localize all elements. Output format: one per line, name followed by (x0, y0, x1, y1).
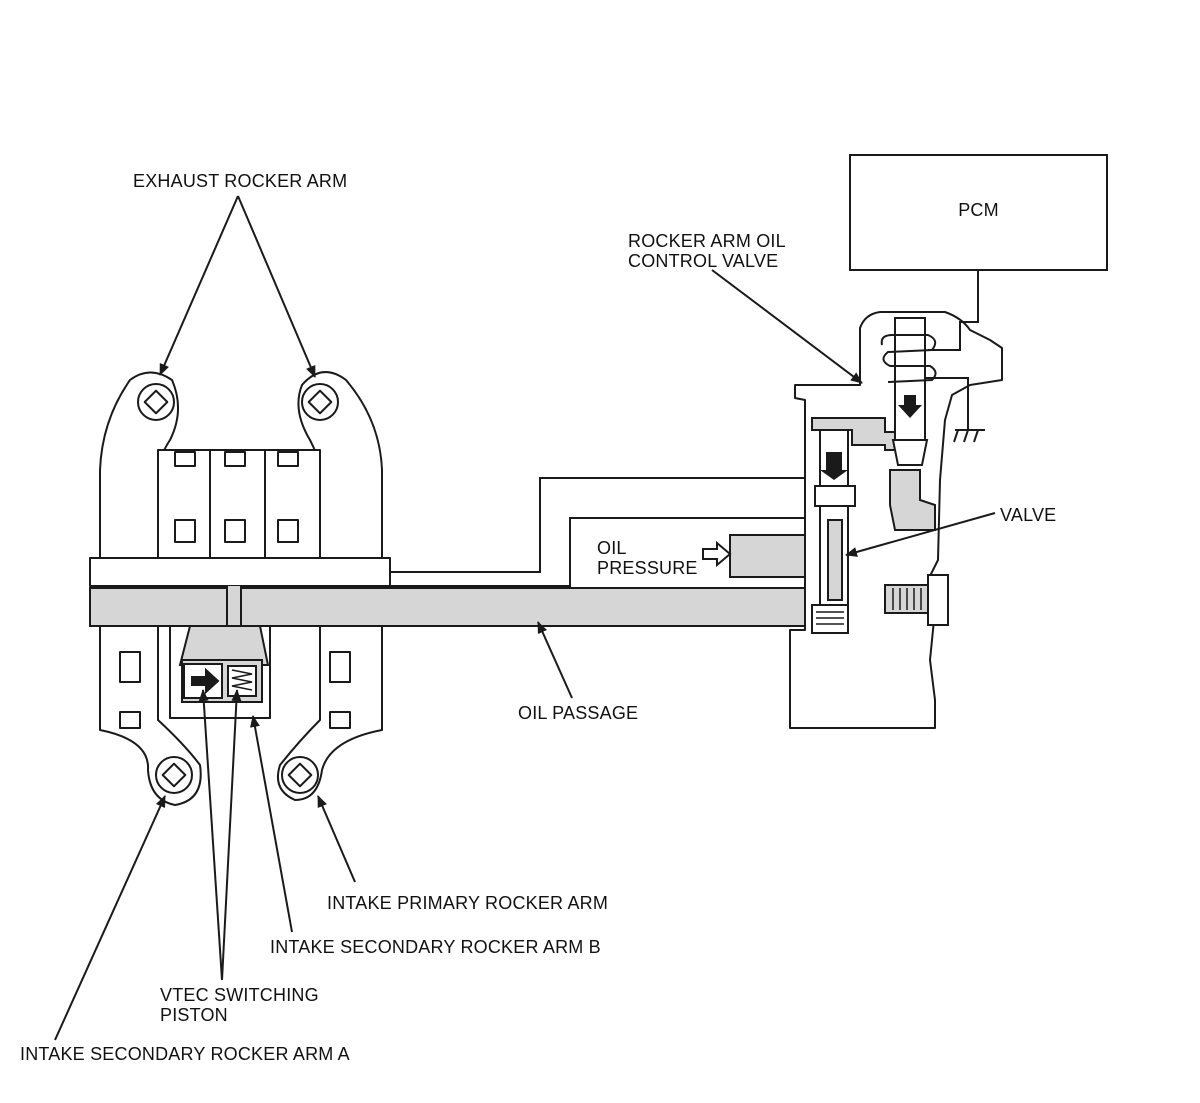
oil-pressure-arrow (702, 540, 732, 568)
label-oil-pressure: OIL PRESSURE (597, 538, 698, 578)
label-oil-pressure-line2: PRESSURE (597, 558, 698, 578)
label-intake-secondary-rocker-arm-a: INTAKE SECONDARY ROCKER ARM A (20, 1044, 350, 1064)
solenoid-plunger (894, 317, 926, 441)
pcm-box (849, 154, 1108, 271)
label-intake-primary-rocker-arm: INTAKE PRIMARY ROCKER ARM (327, 893, 609, 913)
label-vtec-switching-piston-line2: PISTON (160, 1005, 228, 1025)
label-rocker-arm-oil-control-valve-line2: CONTROL VALVE (628, 251, 779, 271)
oil-pressure-inlet (702, 534, 811, 578)
control-valve-internals (811, 317, 949, 634)
piston-arrow (191, 667, 220, 695)
label-rocker-arm-oil-control-valve: ROCKER ARM OIL CONTROL VALVE (628, 231, 786, 271)
label-oil-pressure-line1: OIL (597, 538, 627, 558)
valve-stem (827, 519, 843, 601)
label-exhaust-rocker-arm: EXHAUST ROCKER ARM (133, 171, 348, 191)
label-pcm: PCM (958, 200, 999, 220)
leader-lines (54, 195, 996, 1041)
label-valve: VALVE (1000, 505, 1057, 525)
rocker-shaft-top (89, 557, 391, 587)
oil-line-upper (389, 477, 805, 587)
label-oil-passage: OIL PASSAGE (518, 703, 639, 723)
label-vtec-switching-piston-line1: VTEC SWITCHING (160, 985, 319, 1005)
label-vtec-switching-piston: VTEC SWITCHING PISTON (160, 985, 319, 1025)
oil-passage (89, 586, 806, 666)
label-rocker-arm-oil-control-valve-line1: ROCKER ARM OIL (628, 231, 786, 251)
vtec-switching-piston-assembly (181, 659, 263, 703)
wiring (925, 270, 985, 443)
label-intake-secondary-rocker-arm-b: INTAKE SECONDARY ROCKER ARM B (270, 937, 601, 957)
